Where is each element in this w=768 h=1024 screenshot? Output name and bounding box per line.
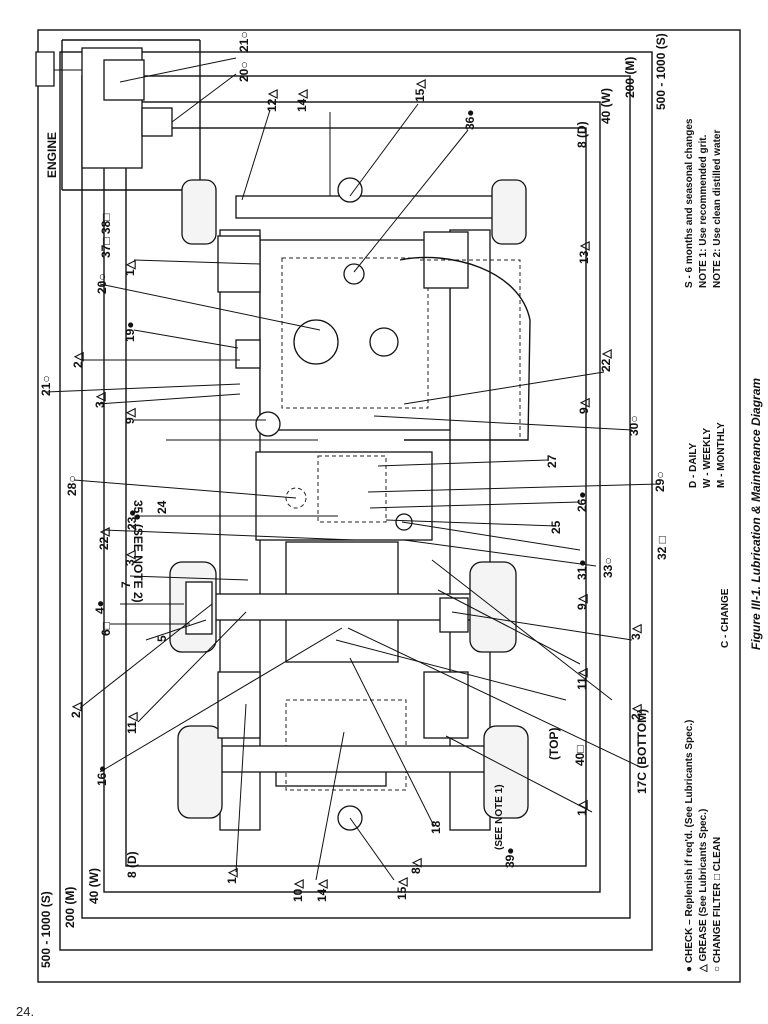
callout-25: 25 [549, 520, 563, 534]
callout-15-bottom: 15△ [395, 877, 409, 900]
callout-12: 12△ [265, 89, 279, 112]
callout-1-right: 1△ [575, 799, 589, 816]
legend-change: C - CHANGE [720, 588, 731, 648]
callout-24: 24 [155, 500, 169, 514]
callout-15-top: 15△ [413, 79, 427, 102]
callout-9-left: 9△ [123, 407, 137, 424]
callout-40: 40□ [573, 745, 587, 766]
callout-8: 8△ [409, 857, 423, 874]
callout-20-left: 20○ [95, 273, 109, 294]
callout-14-bottom: 14△ [315, 879, 329, 902]
callout-11-right: 11△ [575, 667, 589, 690]
note-2: NOTE 2: Use clean distilled water [712, 130, 723, 288]
callout-19: 19● [123, 321, 137, 342]
callout-4: 4● [93, 600, 107, 614]
legend-grease: △ GREASE (See Lubricants Spec.) [698, 809, 709, 973]
callout-5: 5 [155, 635, 169, 642]
callout-2-top: 2△ [71, 351, 85, 368]
callout-17: 17C (BOTTOM) [635, 709, 649, 794]
interval-label-d: 8 (D) [575, 121, 589, 148]
callout-3-right: 3△ [629, 623, 643, 640]
leader-lines [45, 57, 661, 881]
callout-27: 27 [545, 454, 559, 468]
legend-change-filter: ○ CHANGE FILTER □ CLEAN [712, 837, 723, 972]
freq-daily: D - DAILY [688, 442, 699, 488]
freq-weekly: W - WEEKLY [702, 427, 713, 488]
callout-3-left: 3△ [93, 391, 107, 408]
callouts: 21○ 20○ 12△ 14△ 15△ 36● 37□ 38□ 1△ 13△ 2… [39, 31, 669, 902]
note-seasonal: S - 6 months and seasonal changes [684, 118, 695, 288]
callout-29: 29○ [653, 471, 667, 492]
callout-31: 31● [575, 559, 589, 580]
callout-1-top: 1△ [123, 259, 137, 276]
callout-23: 23● [125, 509, 139, 530]
callout-6: 6□ [99, 622, 113, 636]
callout-21-top: 21○ [237, 31, 251, 52]
callout-1-bottom: 1△ [225, 867, 239, 884]
figure-caption: Figure III-1. Lubrication & Maintenance … [749, 378, 763, 650]
callout-28: 28○ [65, 475, 79, 496]
callout-13: 13△ [577, 241, 591, 264]
callout-36: 36● [463, 109, 477, 130]
interval-label-m-bottom: 200 (M) [63, 887, 77, 928]
interval-label-w: 40 (W) [599, 88, 613, 124]
callout-39: 39● [503, 847, 517, 868]
engine-label: ENGINE [45, 132, 59, 178]
page-number: 24. [16, 1004, 35, 1019]
interval-label-s: 500 - 1000 (S) [654, 33, 668, 110]
callout-11-left: 11△ [125, 711, 139, 734]
callout-16: 16● [95, 765, 109, 786]
interval-label-d-bottom: 8 (D) [125, 851, 139, 878]
interval-label-m: 200 (M) [623, 57, 637, 98]
callout-21-left: 21○ [39, 375, 53, 396]
callout-22-left: 22△ [97, 527, 111, 550]
chassis [219, 229, 491, 831]
callout-3-mid: 3△ [123, 549, 137, 566]
callout-9-right: 9△ [577, 397, 591, 414]
legend: ● CHECK – Replenish if req'd. (See Lubri… [684, 118, 763, 973]
note-1: NOTE 1: Use recommended grit. [698, 134, 709, 288]
callout-18: 18 [429, 820, 443, 834]
callout-7: 7 [119, 581, 133, 588]
interval-label-s-bottom: 500 - 1000 (S) [39, 891, 53, 968]
callout-30: 30○ [627, 415, 641, 436]
callout-14-top: 14△ [295, 89, 309, 112]
callout-32: 32 □ [655, 536, 669, 560]
interval-label-w-bottom: 40 (W) [87, 868, 101, 904]
callout-2-right: 2△ [629, 703, 643, 720]
freq-monthly: M - MONTHLY [716, 422, 727, 488]
callout-2-left: 2△ [69, 701, 83, 718]
callout-26: 26● [575, 491, 589, 512]
callout-9-mid: 9△ [575, 593, 589, 610]
callout-37-38: 37□ 38□ [99, 213, 113, 258]
legend-check: ● CHECK – Replenish if req'd. (See Lubri… [684, 720, 695, 972]
callout-20-top: 20○ [237, 61, 251, 82]
callout-10: 10△ [291, 879, 305, 902]
callout-33: 33○ [601, 557, 615, 578]
callout-22-right: 22△ [599, 349, 613, 372]
engine-inset: ENGINE [35, 39, 201, 191]
interval-frames [37, 29, 741, 983]
callout-35: 35● (SEE NOTE 2) [131, 500, 145, 603]
callout-see-note-1: (SEE NOTE 1) [494, 784, 505, 850]
callout-top: (TOP) [547, 728, 561, 760]
